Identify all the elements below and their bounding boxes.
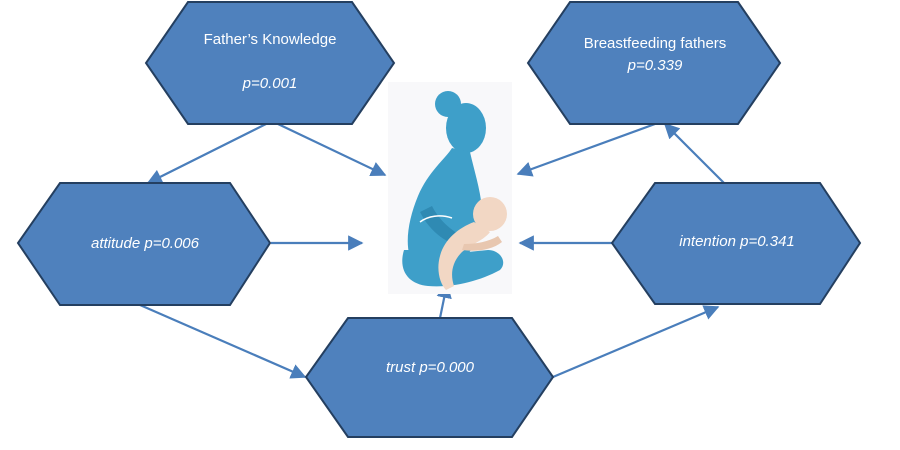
trust-label: trust p=0.000 [386,359,475,376]
attitude-label: attitude p=0.006 [91,235,200,252]
intention-label: intention p=0.341 [679,233,795,250]
arrow-fathers-to-mother [516,122,656,177]
arrow-trust-to-intention [552,305,720,379]
arrow-attitude-to-trust [139,303,307,379]
hex-intention: intention p=0.341 [610,182,862,305]
hex-knowledge: Father’s Knowledge p=0.001 [144,0,396,125]
hex-trust: trust p=0.000 [304,317,555,438]
arrow-knowledge-to-attitude [146,123,267,184]
fathers-title: Breastfeeding fathers [584,35,727,52]
fathers-p-value: p=0.339 [627,57,683,74]
hex-breastfeeding-fathers: Breastfeeding fathers p=0.339 [526,0,782,125]
arrow-intention-to-fathers [663,122,725,184]
arrow-knowledge-to-mother [277,123,387,176]
hex-attitude: attitude p=0.006 [16,182,272,306]
knowledge-p-value: p=0.001 [242,75,298,92]
breastfeeding-mother-icon [388,82,512,294]
knowledge-title: Father’s Knowledge [204,31,337,48]
arrows [139,122,725,379]
